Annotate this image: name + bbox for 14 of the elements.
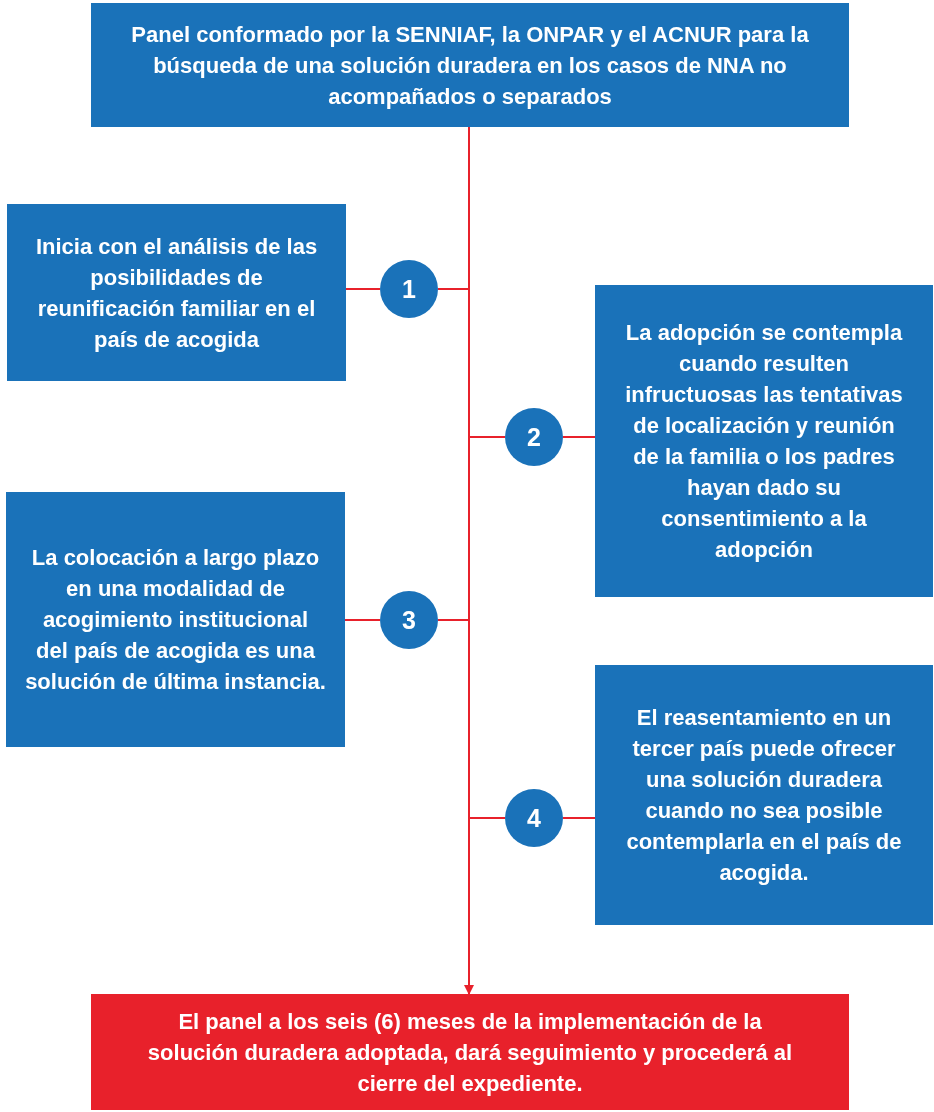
step-number-circle: 1 [380,260,438,318]
connector-line [562,436,596,438]
connector-line [562,817,596,819]
step-number-circle: 4 [505,789,563,847]
connector-line [345,288,381,290]
conclusion-box: El panel a los seis (6) meses de la implementación de la solución duradera adoptada, dará seguimiento y procederá al cierre del expediente. [91,994,849,1110]
text-box: La colocación a largo plazo en una modalidad de acogimiento institucional del país de acogida es una solución de última instancia. [6,492,345,747]
step-number-circle: 2 [505,408,563,466]
text-box: Panel conformado por la SENNIAF, la ONPAR y el ACNUR para la búsqueda de una solución duradera en los casos de NNA no acompañados o separados [91,3,849,127]
text-box: Inicia con el análisis de las posibilidades de reunificación familiar en el país de acogida [7,204,346,381]
text-box: La adopción se contempla cuando resulten infructuosas las tentativas de localización y reunión de la familia o los padres hayan dado su consentimiento a la adopción [595,285,933,597]
connector-line [344,619,381,621]
text-box: El reasentamiento en un tercer país puede ofrecer una solución duradera cuando no sea posible contemplarla en el país de acogida. [595,665,933,925]
step-number-circle: 3 [380,591,438,649]
